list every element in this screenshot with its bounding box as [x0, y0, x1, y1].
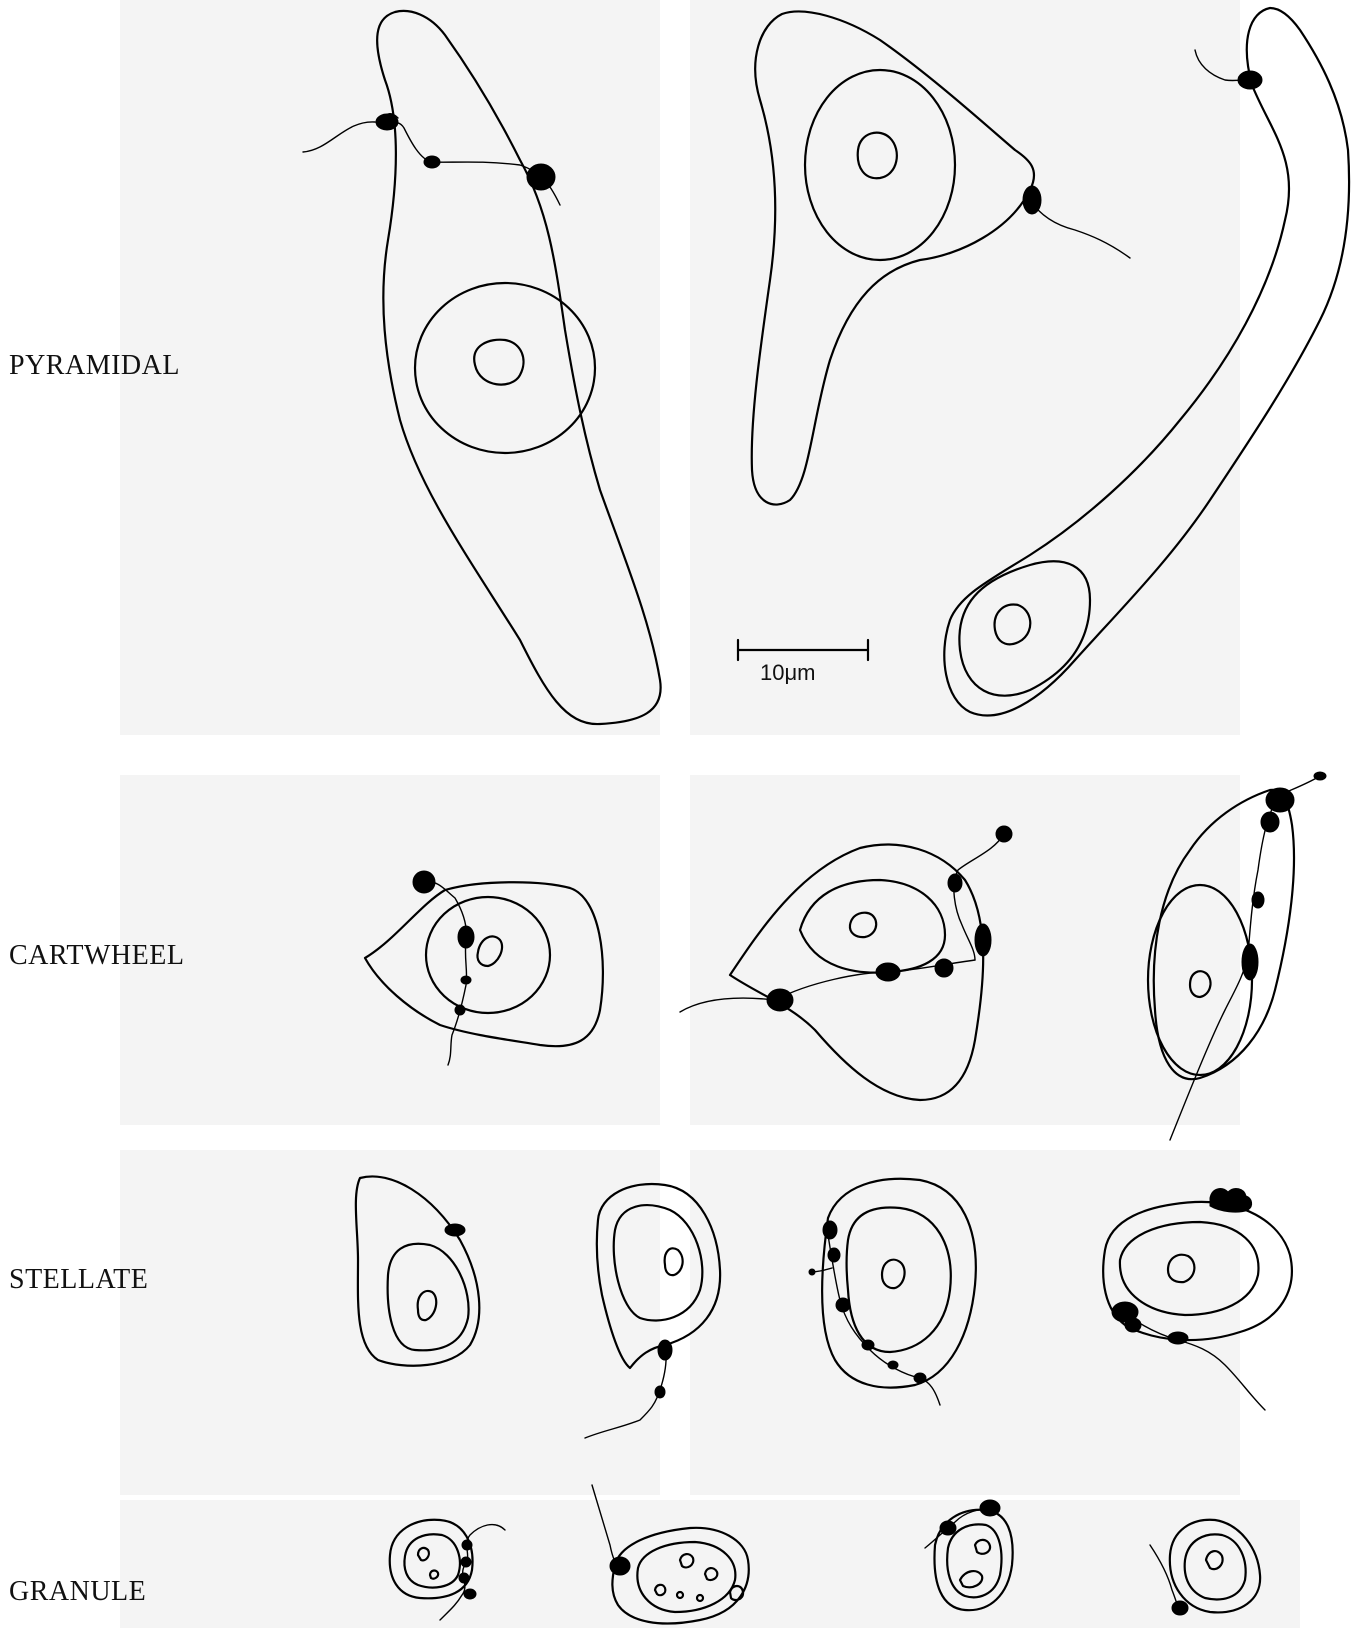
bouton: [823, 1221, 837, 1239]
background-panels: [120, 0, 1300, 1628]
bouton: [862, 1340, 874, 1350]
bouton: [459, 1573, 469, 1583]
label-pyramidal: PYRAMIDAL: [9, 350, 180, 382]
bouton: [996, 826, 1012, 842]
bouton: [828, 1248, 840, 1262]
bouton: [1125, 1318, 1141, 1332]
bouton: [1266, 788, 1294, 812]
bouton: [461, 1557, 471, 1567]
bouton: [836, 1298, 850, 1312]
bouton: [1261, 812, 1279, 832]
panel-stellate-left: [120, 1150, 660, 1495]
bouton: [1314, 772, 1326, 780]
bouton: [610, 1557, 630, 1575]
scale-bar-label: 10μm: [760, 660, 815, 686]
bouton: [876, 963, 900, 981]
panel-cartwheel-left: [120, 775, 660, 1125]
bouton: [914, 1373, 926, 1383]
bouton: [424, 156, 440, 168]
bouton: [767, 989, 793, 1011]
bouton: [940, 1521, 956, 1535]
bouton: [1242, 944, 1258, 980]
bouton: [1252, 892, 1264, 908]
bouton: [809, 1269, 815, 1275]
bouton: [464, 1589, 476, 1599]
bouton: [888, 1361, 898, 1369]
panel-granule: [120, 1500, 1300, 1628]
bouton: [1023, 186, 1041, 214]
bouton: [445, 1224, 465, 1236]
bouton: [948, 874, 962, 892]
panel-pyramidal-right: [690, 0, 1240, 735]
bouton: [527, 164, 555, 190]
bouton: [455, 1005, 465, 1015]
bouton: [1172, 1601, 1188, 1615]
panel-stellate-right: [690, 1150, 1240, 1495]
bouton: [975, 924, 991, 956]
bouton: [458, 926, 474, 948]
label-cartwheel: CARTWHEEL: [9, 940, 184, 972]
bouton: [658, 1340, 672, 1360]
bouton: [413, 871, 435, 893]
bouton: [1238, 71, 1262, 89]
bouton: [980, 1500, 1000, 1516]
bouton: [935, 959, 953, 977]
bouton: [376, 114, 398, 130]
label-stellate: STELLATE: [9, 1264, 148, 1296]
bouton: [462, 1540, 472, 1550]
nucleolus-outline: [665, 1248, 683, 1275]
bouton-cluster: [1210, 1189, 1252, 1213]
bouton: [461, 976, 471, 984]
label-granule: GRANULE: [9, 1576, 146, 1608]
bouton: [1168, 1332, 1188, 1344]
bouton: [655, 1386, 665, 1398]
